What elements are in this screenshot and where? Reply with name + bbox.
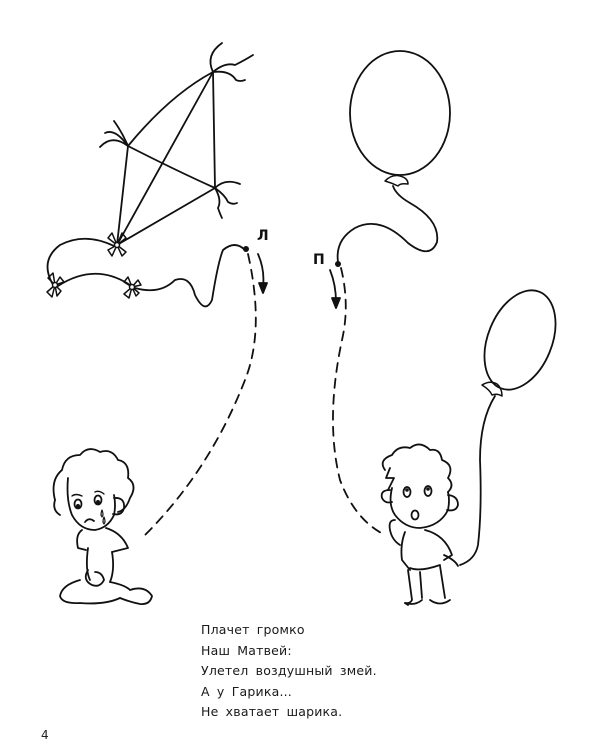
- poem: Плачет громко Наш Матвей: Улетел воздушн…: [201, 620, 377, 723]
- page-number: 4: [41, 728, 49, 742]
- tracing-path-left[interactable]: [144, 253, 257, 536]
- poem-line: Плачет громко: [201, 622, 305, 637]
- tracing-path-right[interactable]: [332, 267, 386, 536]
- balloon-flying-icon: [335, 50, 451, 267]
- poem-line: Наш Матвей:: [201, 642, 292, 658]
- direction-arrow-icon: [257, 253, 341, 309]
- poem-line: Улетел воздушный змей.: [201, 663, 377, 679]
- kite-icon: [46, 42, 254, 308]
- surprised-boy-icon: [380, 289, 557, 606]
- poem-line: А у Гарика...: [201, 683, 292, 699]
- start-label-right: П: [313, 252, 325, 268]
- poem-line: Не хватает шарика.: [201, 704, 343, 720]
- crying-boy-icon: [52, 448, 153, 605]
- start-label-left: Л: [257, 228, 269, 244]
